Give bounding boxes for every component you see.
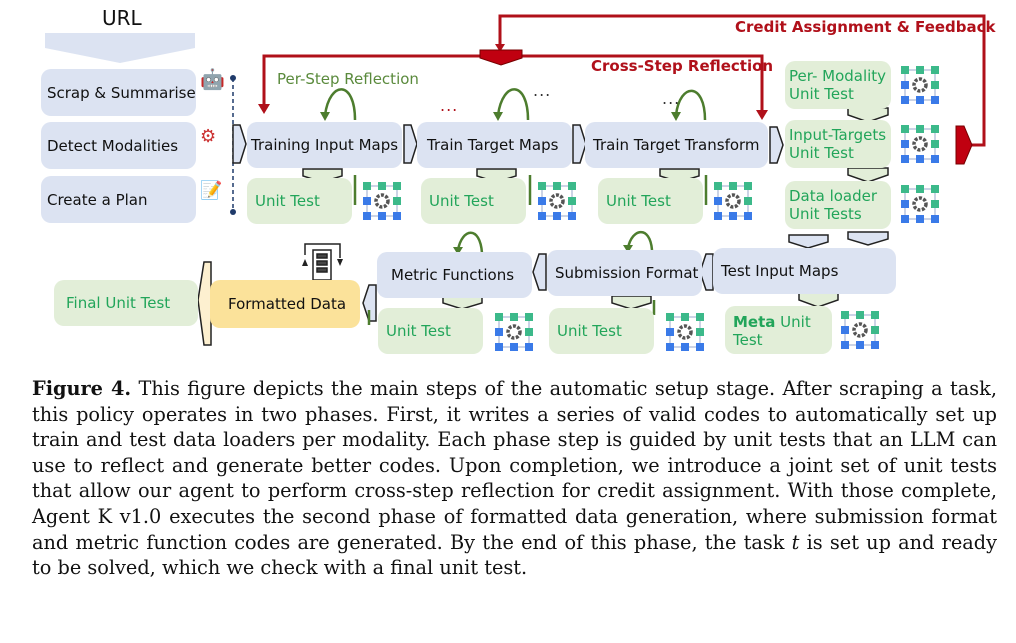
meta-rest: Unit Test [733, 313, 811, 349]
step-detect-modalities: Detect Modalities [41, 122, 196, 169]
credit-assignment-label: Credit Assignment & Feedback [735, 18, 996, 36]
formatted-data: Formatted Data [210, 280, 360, 328]
step-train-target-transform: Train Target Transform [585, 122, 768, 168]
unit-test-1: Unit Test [247, 178, 352, 224]
caption-var: t [791, 530, 800, 554]
meta-bold: Meta [733, 313, 776, 331]
step-create-plan: Create a Plan [41, 176, 196, 223]
unit-test-metric: Unit Test [378, 308, 483, 354]
step-test-input-maps: Test Input Maps [713, 248, 896, 294]
unit-test-2: Unit Test [421, 178, 526, 224]
unit-test-3: Unit Test [598, 178, 703, 224]
plan-icon: 📝 [200, 180, 223, 201]
unit-test-submission: Unit Test [549, 308, 654, 354]
unit-test-grid-icon [362, 181, 402, 221]
url-down-arrow [45, 33, 195, 63]
step-scrap-summarise: Scrap & Summarise [41, 69, 196, 116]
unit-test-grid-icon [494, 312, 534, 352]
ellipsis-red: ... [440, 96, 459, 115]
final-chevron [197, 261, 212, 346]
meta-unit-test: Meta Unit Test [725, 306, 832, 354]
unit-test-grid-icon [900, 124, 940, 164]
caption-label: Figure 4. [32, 377, 132, 400]
figure-caption: Figure 4. This figure depicts the main s… [32, 376, 997, 581]
step-training-input-maps: Training Input Maps [247, 122, 402, 168]
robot-document-icon: 🤖 [200, 67, 225, 91]
divider-dot-top [230, 75, 236, 81]
red-distributor [479, 49, 523, 66]
divider-dot-bottom [230, 209, 236, 215]
unit-test-grid-icon [900, 65, 940, 105]
connector-lines [45, 14, 986, 346]
credit-assignment-arrow [498, 14, 986, 147]
ellipsis-2: ... [662, 89, 681, 108]
step-train-target-maps: Train Target Maps [417, 122, 572, 168]
document-loop-icon [304, 243, 341, 281]
unit-test-grid-icon [713, 181, 753, 221]
chevron-2 [403, 124, 418, 164]
url-label: URL [102, 6, 142, 30]
ellipsis-1: ... [533, 81, 552, 100]
per-modality-unit-test: Per- Modality Unit Test [785, 61, 891, 109]
gears-icon: ⚙ [200, 126, 217, 147]
chevron-4 [769, 126, 784, 164]
step-metric-functions: Metric Functions [377, 252, 532, 298]
chevron-3 [572, 124, 587, 164]
red-side-arrow [955, 125, 973, 165]
final-unit-test: Final Unit Test [54, 280, 198, 326]
per-step-reflection-label: Per-Step Reflection [277, 70, 419, 88]
input-targets-unit-test: Input-Targets Unit Test [785, 120, 891, 168]
chevron-1 [232, 124, 247, 164]
unit-test-grid-icon [665, 312, 705, 352]
caption-text-end: is set up and ready to be solved, which … [32, 530, 997, 580]
cross-step-reflection-label: Cross-Step Reflection [591, 57, 774, 75]
unit-test-grid-icon [840, 310, 880, 350]
step-submission-format: Submission Format [547, 250, 702, 296]
unit-test-grid-icon [900, 184, 940, 224]
unit-test-grid-icon [537, 181, 577, 221]
figure-diagram: URL Scrap & Summarise Detect Modalities … [41, 6, 996, 354]
cross-step-line [262, 54, 480, 108]
data-loader-unit-tests: Data loader Unit Tests [785, 181, 891, 229]
caption-text: This figure depicts the main steps of th… [32, 377, 997, 554]
